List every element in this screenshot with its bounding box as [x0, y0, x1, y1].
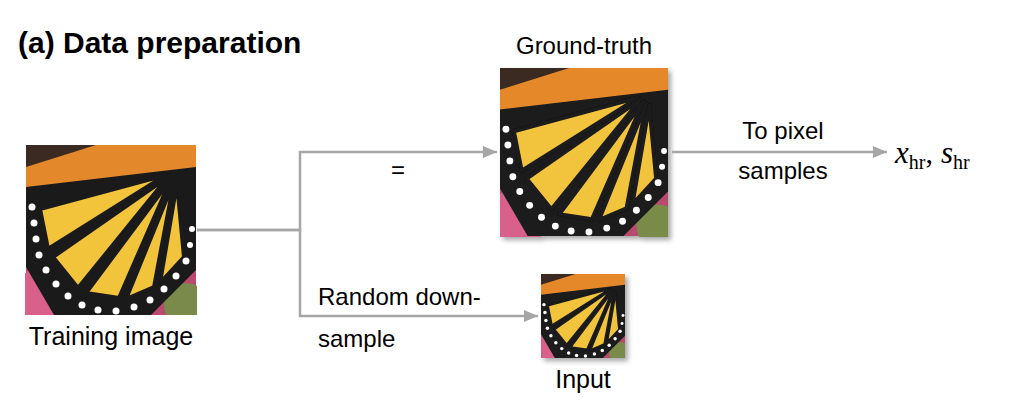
image-node: Input	[541, 274, 625, 358]
image-node: Training image	[25, 145, 197, 315]
arrow-connector	[672, 151, 887, 154]
image-node: Ground-truth	[500, 67, 668, 237]
image-caption: Training image	[29, 321, 193, 351]
ground-truth-frame	[490, 68, 680, 248]
edge-label: Random down-sample	[318, 276, 508, 360]
math-text: s	[941, 135, 953, 171]
arrow-connector	[197, 152, 497, 230]
ground-truth-image	[490, 68, 680, 248]
image-caption: Input	[555, 364, 611, 394]
input-frame	[536, 274, 631, 364]
diagram-title: (a) Data preparation	[18, 26, 301, 60]
edge-label: =	[378, 156, 418, 184]
training-image	[16, 145, 208, 327]
image-caption: Ground-truth	[516, 31, 652, 61]
math-text: hr	[909, 151, 926, 174]
math-text: ,	[925, 136, 933, 170]
math-text: x	[895, 135, 909, 171]
edge-label: To pixel samples	[708, 111, 858, 191]
math-text: hr	[953, 151, 970, 174]
input-image	[536, 274, 631, 364]
output-node: xhr,shr	[893, 131, 972, 175]
